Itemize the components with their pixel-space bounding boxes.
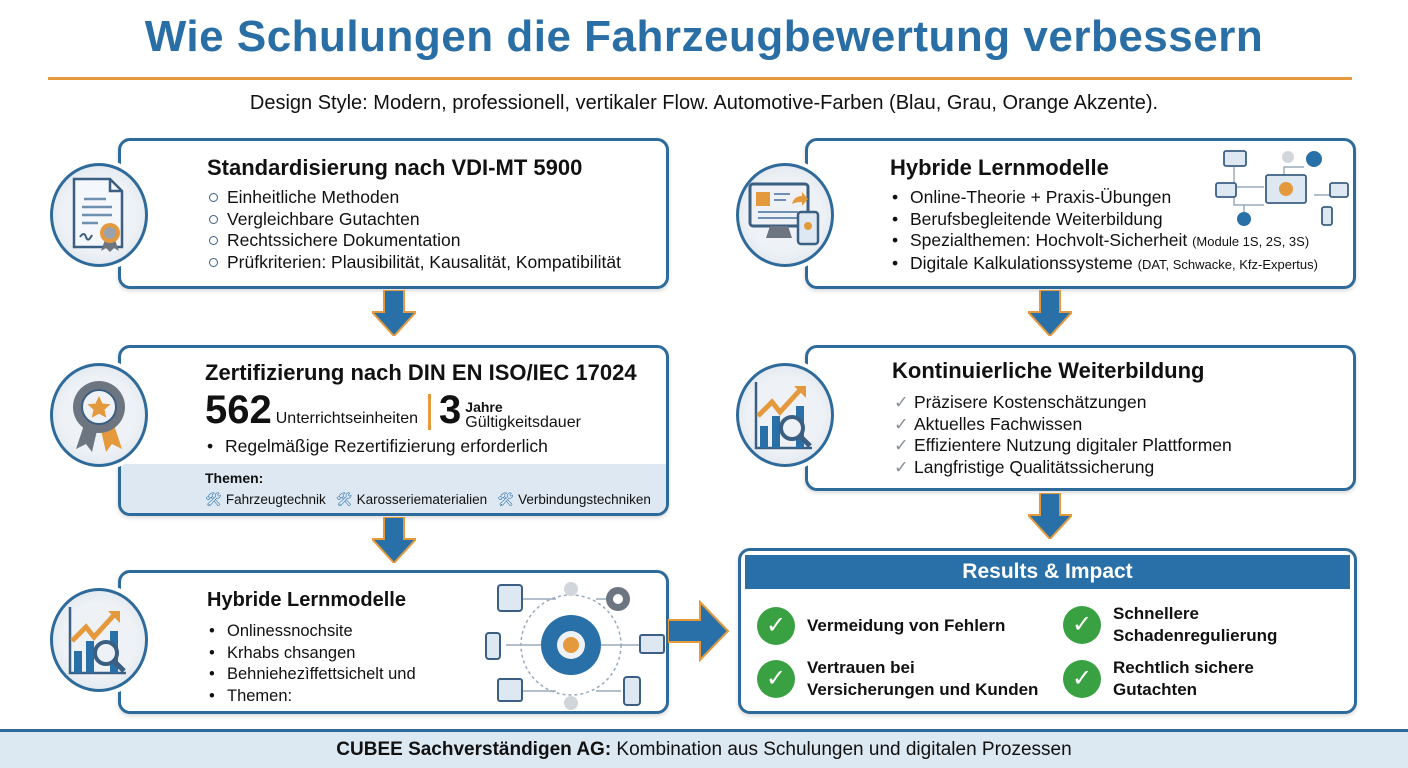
stat-years-unit: Jahre bbox=[465, 399, 503, 415]
tools-icon: 🛠 bbox=[335, 492, 353, 507]
list-item: Vergleichbare Gutachten bbox=[207, 209, 621, 231]
themes-band: Themen: 🛠 Fahrzeugtechnik 🛠 Karosseriema… bbox=[121, 464, 666, 513]
card-title: Zertifizierung nach DIN EN ISO/IEC 17024 bbox=[205, 360, 637, 385]
page-title: Wie Schulungen die Fahrzeugbewertung ver… bbox=[144, 12, 1264, 61]
list-item: Langfristige Qualitätssicherung bbox=[894, 457, 1232, 479]
themes-label: Themen: bbox=[205, 470, 264, 486]
list-item: Digitale Kalkulationssysteme (DAT, Schwa… bbox=[890, 253, 1318, 276]
list-item: Präzisere Kostenschätzungen bbox=[894, 392, 1232, 414]
list-item: Onlinessnochsite bbox=[207, 621, 416, 643]
result-item: ✓Vermeidung von Fehlern bbox=[757, 607, 1005, 645]
stat-years-label: Gültigkeitsdauer bbox=[465, 414, 581, 431]
footer-text: Kombination aus Schulungen und digitalen… bbox=[611, 739, 1072, 760]
tools-icon: 🛠 bbox=[205, 492, 223, 507]
check-circle-icon: ✓ bbox=[757, 607, 795, 645]
list-item: Spezialthemen: Hochvolt-Sicherheit (Modu… bbox=[890, 230, 1318, 253]
subtitle: Design Style: Modern, professionell, ver… bbox=[249, 92, 1159, 114]
stat-units-value: 562 bbox=[205, 388, 272, 432]
flow-arrow-down bbox=[369, 516, 419, 568]
card-title: Hybride Lernmodelle bbox=[207, 589, 406, 611]
card-title: Hybride Lernmodelle bbox=[890, 155, 1109, 180]
list-item: Berufsbegleitende Weiterbildung bbox=[890, 209, 1318, 231]
check-circle-icon: ✓ bbox=[757, 660, 795, 698]
results-impact-panel: Results & Impact ✓Vermeidung von Fehlern… bbox=[738, 548, 1357, 714]
list-item: Krhabs chsangen bbox=[207, 643, 416, 665]
card-title: Kontinuierliche Weiterbildung bbox=[892, 358, 1205, 383]
list-item: Prüfkriterien: Plausibilität, Kausalität… bbox=[207, 252, 621, 274]
card-list: Regelmäßige Rezertifizierung erforderlic… bbox=[205, 436, 548, 458]
results-header: Results & Impact bbox=[745, 555, 1350, 589]
list-item: Rechtssichere Dokumentation bbox=[207, 230, 621, 252]
list-item: Effizientere Nutzung digitaler Plattform… bbox=[894, 435, 1232, 457]
growth-chart-icon bbox=[50, 588, 148, 692]
check-circle-icon: ✓ bbox=[1063, 660, 1101, 698]
theme-item: 🛠 Verbindungstechniken bbox=[497, 492, 651, 507]
card-hybride-lernmodelle-2: Hybride Lernmodelle Onlinessnochsite Krh… bbox=[118, 570, 669, 714]
card-zertifizierung: Zertifizierung nach DIN EN ISO/IEC 17024… bbox=[118, 345, 669, 516]
card-list: Online-Theorie + Praxis-Übungen Berufsbe… bbox=[890, 187, 1318, 276]
stat-years-value: 3 bbox=[439, 388, 462, 432]
footer-company: CUBEE Sachverständigen AG: bbox=[336, 739, 612, 760]
theme-item: 🛠 Fahrzeugtechnik bbox=[205, 492, 326, 507]
growth-chart-icon bbox=[736, 363, 834, 467]
tools-icon: 🛠 bbox=[497, 492, 515, 507]
card-title: Standardisierung nach VDI-MT 5900 bbox=[207, 155, 583, 180]
flow-arrow-right bbox=[667, 599, 730, 667]
card-standardisierung: Standardisierung nach VDI-MT 5900 Einhei… bbox=[118, 138, 669, 289]
card-list: Einheitliche Methoden Vergleichbare Guta… bbox=[207, 187, 621, 274]
award-badge-icon bbox=[50, 363, 148, 467]
card-hybride-lernmodelle: Hybride Lernmodelle Online-Theorie + Pra… bbox=[805, 138, 1356, 289]
card-kontinuierliche-weiterbildung: Kontinuierliche Weiterbildung Präzisere … bbox=[805, 345, 1356, 491]
network-gear-icon bbox=[485, 582, 665, 710]
monitor-mobile-icon bbox=[736, 163, 834, 267]
list-item: Aktuelles Fachwissen bbox=[894, 414, 1232, 436]
flow-arrow-down bbox=[369, 289, 419, 341]
stats-row: 562 Unterrichtseinheiten 3 Jahre Gültigk… bbox=[205, 388, 581, 432]
stat-divider bbox=[428, 394, 432, 430]
list-item: Regelmäßige Rezertifizierung erforderlic… bbox=[205, 436, 548, 458]
list-item: Online-Theorie + Praxis-Übungen bbox=[890, 187, 1318, 209]
flow-arrow-down bbox=[1025, 289, 1075, 341]
check-circle-icon: ✓ bbox=[1063, 606, 1101, 644]
footer: CUBEE Sachverständigen AG: Kombination a… bbox=[0, 729, 1408, 768]
theme-item: 🛠 Karosseriematerialien bbox=[335, 492, 488, 507]
certificate-document-icon bbox=[50, 163, 148, 267]
network-devices-icon bbox=[1215, 150, 1349, 226]
stat-units-label: Unterrichtseinheiten bbox=[275, 410, 419, 427]
flow-arrow-down bbox=[1025, 492, 1075, 544]
title-divider bbox=[48, 77, 1352, 80]
card-list: Onlinessnochsite Krhabs chsangen Behnieh… bbox=[207, 621, 416, 708]
list-item: Behniehezìffettsichelt und bbox=[207, 664, 416, 686]
list-item: Einheitliche Methoden bbox=[207, 187, 621, 209]
list-item: Themen: bbox=[207, 686, 416, 708]
card-list: Präzisere Kostenschätzungen Aktuelles Fa… bbox=[894, 392, 1232, 479]
